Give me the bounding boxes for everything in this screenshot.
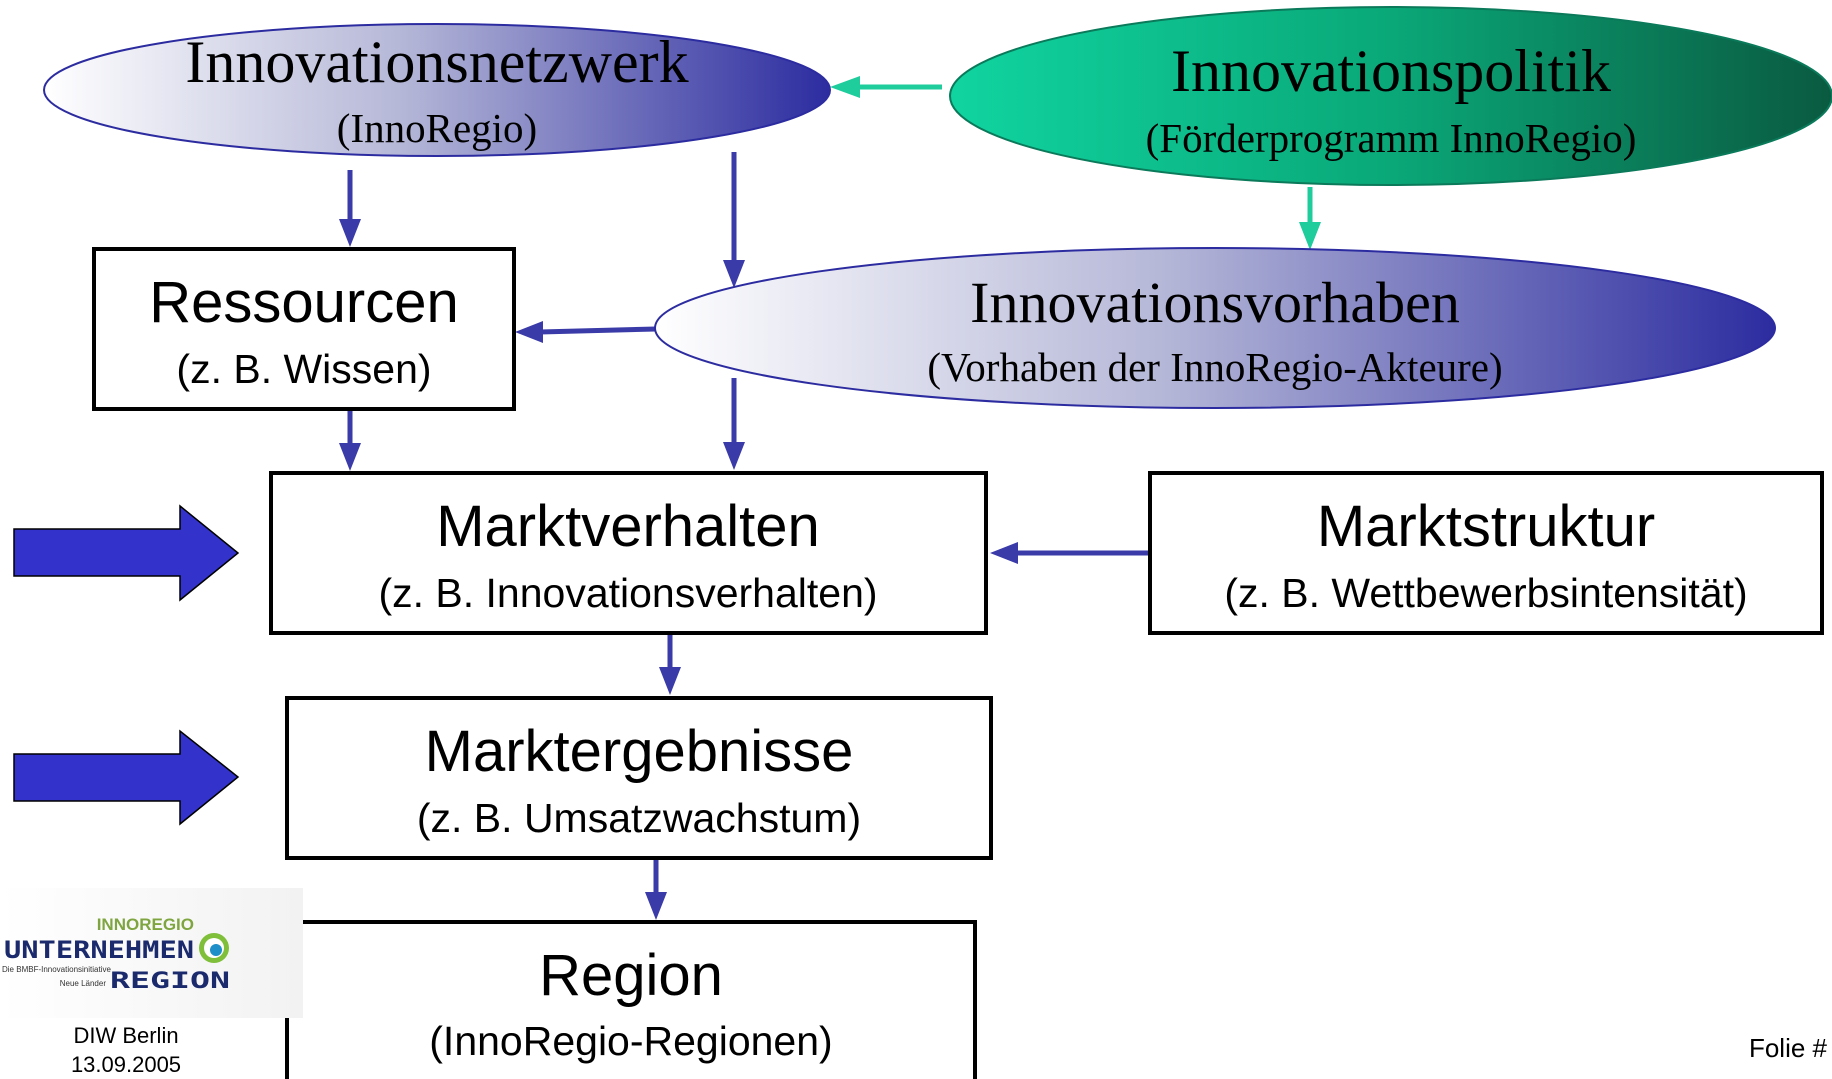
logo-swirl-icon — [199, 933, 229, 963]
innovationsnetzwerk-subtitle: (InnoRegio) — [337, 105, 537, 151]
marktergebnisse-title: Marktergebnisse — [425, 719, 854, 784]
innovationspolitik-title: Innovationspolitik — [1171, 38, 1611, 104]
marktstruktur-title: Marktstruktur — [1317, 494, 1655, 559]
innovationsvorhaben-title: Innovationsvorhaben — [970, 270, 1460, 335]
side-arrow-marktergebnisse — [13, 729, 240, 826]
marktstruktur-subtitle: (z. B. Wettbewerbsintensität) — [1224, 570, 1747, 616]
node-innovationspolitik: Innovationspolitik (Förderprogramm InnoR… — [949, 6, 1832, 186]
logo-region-text: REGION — [110, 969, 230, 994]
node-ressourcen: Ressourcen (z. B. Wissen) — [92, 247, 516, 411]
arrowhead-politik-to-netzwerk — [830, 76, 860, 98]
logo-top-text: INNOREGIO — [97, 915, 194, 934]
ellipse-innovationspolitik — [949, 6, 1832, 186]
logo-main-text: UNTERNEHMEN — [4, 936, 194, 964]
marktergebnisse-subtitle: (z. B. Umsatzwachstum) — [417, 795, 861, 841]
marktverhalten-title: Marktverhalten — [436, 494, 820, 559]
ressourcen-title: Ressourcen — [149, 270, 458, 335]
innoregio-logo: INNOREGIO UNTERNEHMEN Die BMBF-Innovatio… — [0, 888, 303, 1018]
connectors — [339, 76, 1321, 920]
edge-vorhaben-to-ressourcen — [539, 326, 657, 335]
ellipse-innovationsnetzwerk — [43, 23, 831, 157]
innovationsnetzwerk-title: Innovationsnetzwerk — [185, 29, 688, 95]
box-marktstruktur — [1148, 471, 1824, 635]
arrowhead-ressourcen-to-marktverhalten — [339, 443, 361, 471]
arrowhead-marktverhalten-to-marktergebnisse — [659, 667, 681, 695]
logo-small-text-2: Neue Länder — [60, 979, 107, 988]
innovationsvorhaben-subtitle: (Vorhaben der InnoRegio-Akteure) — [927, 344, 1502, 390]
innovationspolitik-subtitle: (Förderprogramm InnoRegio) — [1146, 115, 1637, 161]
node-region: Region (InnoRegio-Regionen) — [285, 920, 977, 1079]
region-title: Region — [539, 943, 723, 1008]
footer-date: 13.09.2005 — [71, 1052, 181, 1077]
arrowhead-netzwerk-to-vorhaben — [723, 260, 745, 288]
marktverhalten-subtitle: (z. B. Innovationsverhalten) — [378, 570, 877, 616]
box-marktergebnisse — [285, 696, 993, 860]
side-arrow-marktverhalten — [13, 504, 240, 602]
ellipse-innovationsvorhaben — [654, 247, 1776, 409]
node-marktergebnisse: Marktergebnisse (z. B. Umsatzwachstum) — [285, 696, 993, 860]
node-marktverhalten: Marktverhalten (z. B. Innovationsverhalt… — [269, 471, 988, 635]
arrowhead-vorhaben-to-ressourcen — [515, 321, 543, 343]
footer-folio: Folie # — [1749, 1033, 1828, 1063]
arrowhead-politik-to-vorhaben — [1299, 222, 1321, 250]
node-innovationsnetzwerk: Innovationsnetzwerk (InnoRegio) — [43, 23, 831, 157]
footer-organization: DIW Berlin — [73, 1023, 178, 1048]
ressourcen-subtitle: (z. B. Wissen) — [176, 346, 431, 392]
node-marktstruktur: Marktstruktur (z. B. Wettbewerbsintensit… — [1148, 471, 1824, 635]
arrowhead-vorhaben-to-marktverhalten — [723, 442, 745, 470]
box-region — [285, 920, 977, 1079]
arrowhead-marktstruktur-to-marktverhalten — [990, 542, 1018, 564]
box-ressourcen — [92, 247, 516, 411]
region-subtitle: (InnoRegio-Regionen) — [429, 1018, 832, 1064]
box-marktverhalten — [269, 471, 988, 635]
logo-small-text-1: Die BMBF-Innovationsinitiative — [2, 965, 111, 974]
node-innovationsvorhaben: Innovationsvorhaben (Vorhaben der InnoRe… — [654, 247, 1776, 409]
logo-background — [0, 888, 303, 1018]
arrowhead-netzwerk-to-ressourcen — [339, 219, 361, 247]
arrowhead-marktergebnisse-to-region — [645, 892, 667, 920]
